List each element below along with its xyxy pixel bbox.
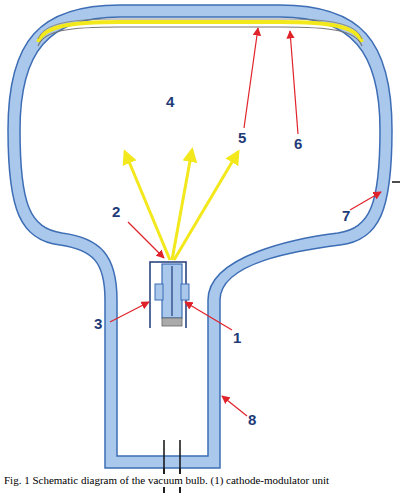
callout-number: 4 [166, 94, 174, 109]
callout-number: 5 [238, 130, 246, 145]
callout-number: 1 [233, 330, 241, 345]
callout-number: 2 [112, 204, 120, 219]
callout-number: 7 [342, 208, 350, 223]
callout-number: 3 [94, 316, 102, 331]
figure-caption: Fig. 1 Schematic diagram of the vacuum b… [2, 474, 331, 487]
callout-number: 8 [248, 412, 256, 427]
callout-number: 6 [294, 136, 302, 151]
